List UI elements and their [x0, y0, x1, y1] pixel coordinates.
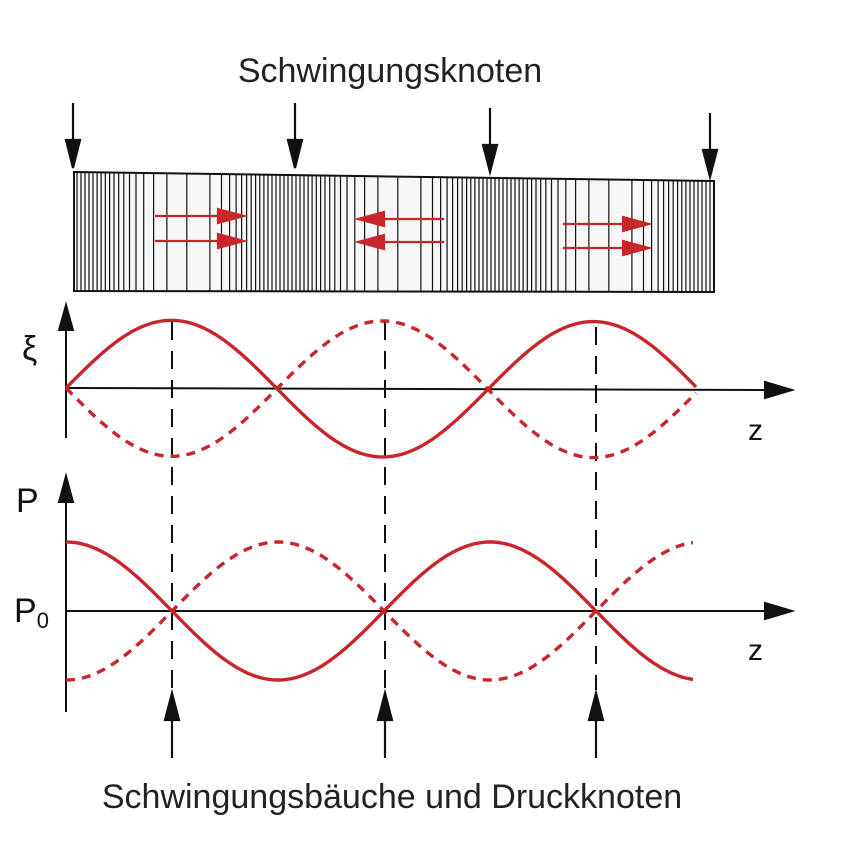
arrow-right-icon: [155, 232, 249, 250]
pressure-waves: [65, 540, 694, 682]
node-arrow-2-icon: [286, 103, 304, 169]
z-axis-top: [65, 387, 769, 391]
pressure-axes: [57, 472, 796, 712]
p0-label: P0: [14, 592, 49, 633]
guide-lines: [171, 322, 597, 690]
displacement-waves: [64, 318, 698, 460]
antinode-arrows: [163, 688, 605, 758]
density-lines: [76, 172, 711, 292]
arrow-right-icon: [155, 207, 249, 225]
node-arrow-1-icon: [64, 103, 82, 169]
node-arrow-4-icon: [701, 113, 719, 182]
tube-outline: [73, 170, 715, 294]
arrow-right-icon: [563, 215, 654, 233]
antinode-arrow-1-icon: [163, 688, 181, 758]
z-axis-bottom-arrow-icon: [764, 601, 796, 621]
tube: [73, 170, 715, 294]
nodes-label: Schwingungsknoten: [238, 52, 542, 90]
motion-arrows: [155, 207, 654, 257]
arrow-left-icon: [353, 233, 444, 251]
p0-main: P: [14, 592, 37, 630]
antinode-arrow-3-icon: [587, 688, 605, 758]
arrow-left-icon: [353, 210, 444, 228]
node-arrows: [64, 103, 719, 182]
p-label: P: [16, 482, 39, 520]
displacement-wave-dashed: [64, 319, 698, 460]
z-label-bottom: z: [748, 634, 763, 667]
node-arrow-3-icon: [481, 108, 499, 177]
z-label-top: z: [748, 414, 763, 447]
z-axis-top-arrow-icon: [764, 380, 796, 400]
xi-label: ξ: [22, 330, 37, 368]
antinodes-label: Schwingungsbäuche und Druckknoten: [102, 778, 682, 816]
xi-axis-arrow-icon: [57, 301, 75, 331]
p-axis-arrow-icon: [57, 472, 75, 503]
displacement-wave-solid: [64, 318, 698, 459]
displacement-axes: [57, 301, 796, 438]
pressure-wave-solid: [65, 540, 694, 682]
arrow-right-icon: [563, 239, 654, 257]
p0-subscript: 0: [37, 608, 49, 633]
antinode-arrow-2-icon: [376, 688, 394, 758]
